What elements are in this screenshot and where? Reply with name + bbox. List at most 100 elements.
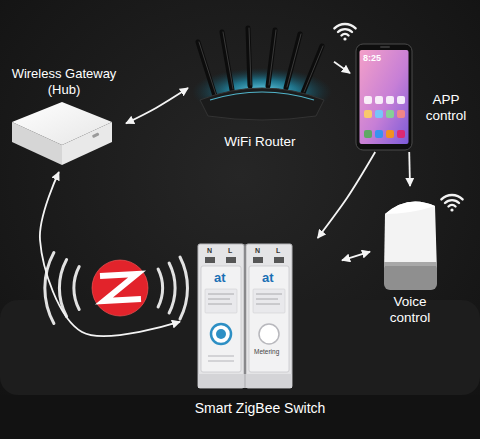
phone-clock: 8:25 [363, 54, 381, 63]
zigbee-logo-part [92, 260, 148, 316]
connector-arrow [40, 172, 180, 336]
gateway-node: Wireless Gateway (Hub) [4, 64, 126, 172]
smartphone-part-part [386, 130, 394, 138]
wifi-router-part-part [286, 34, 300, 88]
connector-arrow [318, 152, 376, 238]
din-rail-switch-part [253, 257, 263, 263]
wifi-router-part [199, 28, 323, 95]
node-label: Wireless Gateway (Hub) [4, 66, 124, 97]
wifi-router-part-part [199, 42, 216, 95]
wifi-router-part-part [222, 32, 232, 90]
smartphone-part-part [375, 110, 383, 118]
zigbee-logo-part-part [180, 257, 187, 319]
din-rail-switch-part [245, 244, 246, 388]
din-rail-switch-part [208, 356, 234, 361]
din-rail-switch-part [201, 266, 241, 372]
zigbee-logo-part-part [158, 269, 163, 307]
zigbee-logo [45, 253, 188, 324]
smartphone-part-part [397, 96, 405, 104]
connectors [40, 62, 410, 336]
wifi-router-part-part [304, 46, 323, 92]
din-rail-switch-part [226, 257, 236, 263]
smartphone-part [356, 44, 412, 150]
smart-speaker-part [384, 262, 437, 290]
smartphone [356, 44, 412, 150]
terminal-label: N [207, 247, 212, 254]
zigbee-logo-part-part [74, 267, 79, 310]
smart-speaker [384, 202, 437, 291]
brand-logo: at [262, 271, 274, 284]
background-part [0, 395, 480, 439]
din-rail-switch-part-part [256, 304, 280, 305]
speaker-wifi-icon-part [445, 200, 459, 203]
gateway-hub-part [12, 102, 112, 145]
speaker-wifi-icon-part [449, 205, 456, 206]
din-rail-switch-part-part [208, 356, 234, 357]
router-node: WiFi Router [188, 22, 334, 154]
smartphone-part-part [375, 96, 383, 104]
din-rail-switch-part-part [208, 294, 234, 295]
smartphone-part-part [375, 130, 383, 138]
wifi-router-part-part [287, 34, 301, 87]
din-rail-switch-part [253, 289, 285, 313]
smartphone-part [360, 50, 409, 144]
din-rail-switch-part [216, 329, 226, 339]
phone-wifi-icon-part [342, 34, 349, 35]
voice-node: Voice control [370, 186, 450, 332]
speaker-wifi-icon [441, 195, 462, 212]
gateway-hub-part [92, 132, 100, 138]
din-rail-switch-part [249, 266, 289, 372]
connector-arrow [334, 62, 350, 73]
smartphone-part-part [386, 96, 394, 104]
din-rail-switch-part [259, 324, 279, 344]
button-label: Metering [254, 349, 279, 356]
phone-wifi-icon [334, 24, 355, 41]
smart-speaker-part [385, 202, 435, 215]
din-rail-switch-part-part [208, 361, 234, 362]
din-rail-switch-part-part [256, 294, 282, 295]
smartphone-part-part [364, 130, 372, 138]
wifi-router-part-part [249, 28, 251, 85]
node-label: WiFi Router [188, 134, 332, 150]
din-rail-switch-part [211, 324, 231, 344]
din-rail-switch-part [246, 244, 292, 388]
zigbee-logo-part [45, 253, 188, 324]
zigbee-logo-part [92, 260, 148, 316]
wifi-router-part-part [269, 30, 276, 85]
wifi-router-part-part [248, 28, 250, 86]
terminal-label: L [276, 247, 280, 254]
din-rail-switch-part [205, 257, 215, 263]
zigbee-logo-part [100, 274, 141, 301]
connector-arrow [126, 88, 188, 123]
connector-arrow [408, 152, 411, 186]
smart-speaker-part [384, 202, 437, 273]
smartphone-part-part [386, 110, 394, 118]
wifi-router [192, 28, 332, 120]
wifi-router-part-part [303, 46, 322, 93]
phone-wifi-icon-part [334, 24, 355, 28]
node-label: Smart ZigBee Switch [180, 400, 340, 417]
din-rail-switch [198, 244, 292, 388]
zigbee-logo-part-part [45, 253, 54, 324]
din-rail-switch-part [274, 257, 284, 263]
smartphone-part [364, 96, 405, 138]
din-rail-switch-part-part [256, 299, 278, 300]
zigbee-logo-part-part [169, 263, 175, 313]
din-rail-switch-part-part [208, 299, 230, 300]
node-label: APP control [418, 92, 474, 124]
brand-logo: at [214, 271, 226, 284]
wifi-router-part [210, 92, 314, 100]
phone-wifi-icon-part [338, 29, 352, 32]
switch-node: Smart ZigBee Switch [180, 238, 342, 424]
connector-arrow [342, 252, 370, 261]
smartphone-part-part [364, 96, 372, 104]
speaker-wifi-icon-part [441, 195, 462, 199]
terminal-label: N [255, 247, 260, 254]
smartphone-part [380, 46, 390, 48]
terminal-label: L [228, 247, 232, 254]
wifi-router-part-part [268, 30, 275, 86]
